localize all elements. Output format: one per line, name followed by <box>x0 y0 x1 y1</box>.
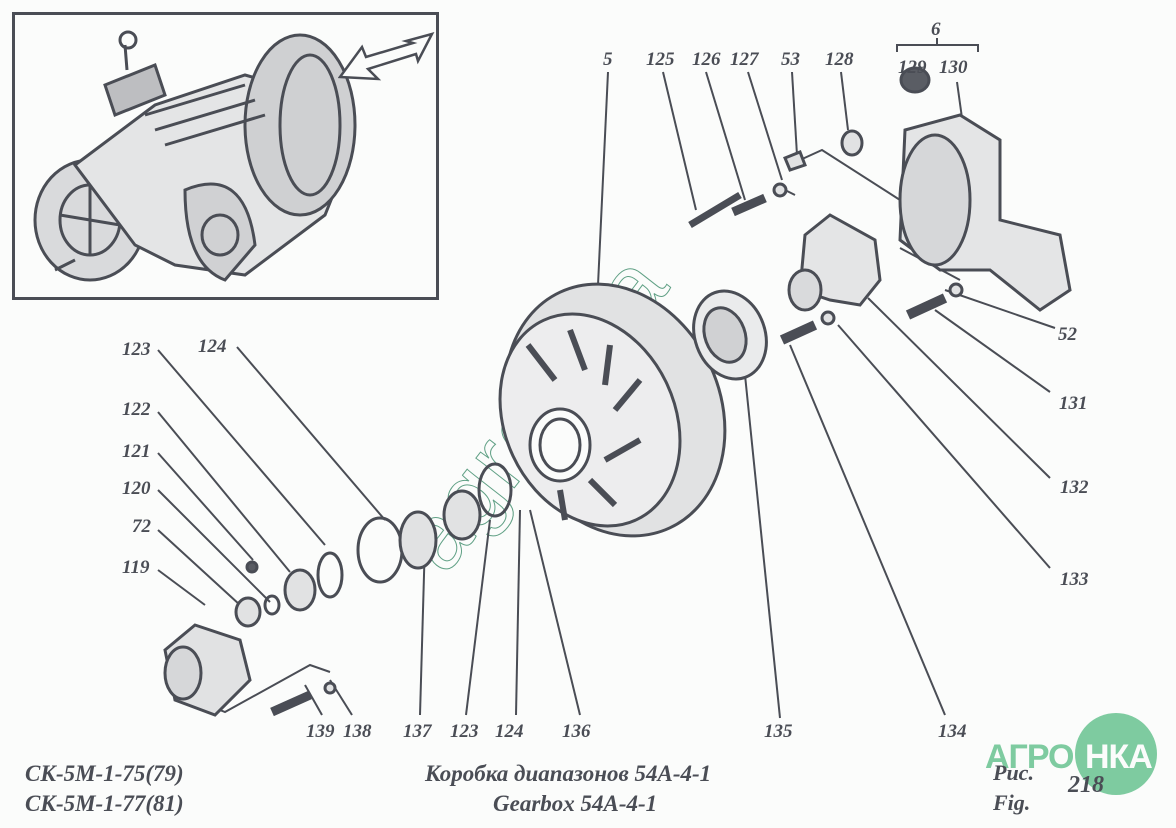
assembled-gearbox-drawing <box>33 30 357 282</box>
callout-135: 135 <box>764 721 793 742</box>
callout-119: 119 <box>122 557 150 578</box>
callout-138: 138 <box>343 721 372 742</box>
callout-124: 124 <box>198 336 227 357</box>
callout-125: 125 <box>646 49 675 70</box>
callout-52: 52 <box>1058 324 1077 345</box>
figure-title-ru: Коробка диапазонов 54А-4-1 <box>425 761 712 786</box>
callout-120: 120 <box>122 478 151 499</box>
callout-124-bottom: 124 <box>495 721 524 742</box>
callout-122: 122 <box>122 399 151 420</box>
callout-126: 126 <box>692 49 721 70</box>
figure-title-en: Gearbox 54A-4-1 <box>493 791 658 816</box>
callout-132: 132 <box>1060 477 1089 498</box>
agronika-logo-circle <box>1075 713 1157 795</box>
callout-129: 129 <box>898 57 927 78</box>
model-line-2: СК-5М-1-77(81) <box>25 791 184 816</box>
callout-131: 131 <box>1059 393 1088 414</box>
fig-label-ru: Рис. <box>993 760 1034 785</box>
callout-53: 53 <box>781 49 800 70</box>
callout-121: 121 <box>122 441 151 462</box>
callout-130: 130 <box>939 57 968 78</box>
fig-label-en: Fig. <box>993 790 1031 815</box>
callout-group-6: 6 <box>931 19 941 40</box>
callout-5: 5 <box>603 49 613 70</box>
callout-123: 123 <box>122 339 151 360</box>
logo-text-right: НКА <box>1085 738 1153 776</box>
callout-137: 137 <box>403 721 432 742</box>
callout-136: 136 <box>562 721 591 742</box>
assembled-view-inset <box>12 12 439 300</box>
callout-123-bottom: 123 <box>450 721 479 742</box>
callout-128: 128 <box>825 49 854 70</box>
model-line-1: СК-5М-1-75(79) <box>25 761 184 786</box>
callout-139: 139 <box>306 721 335 742</box>
callout-133: 133 <box>1060 569 1089 590</box>
callout-72: 72 <box>132 516 151 537</box>
callout-127: 127 <box>730 49 759 70</box>
callout-134: 134 <box>938 721 967 742</box>
logo-text-left: АГРО <box>985 738 1075 776</box>
fig-number: 218 <box>1068 772 1104 798</box>
location-arrow-icon <box>338 32 435 81</box>
